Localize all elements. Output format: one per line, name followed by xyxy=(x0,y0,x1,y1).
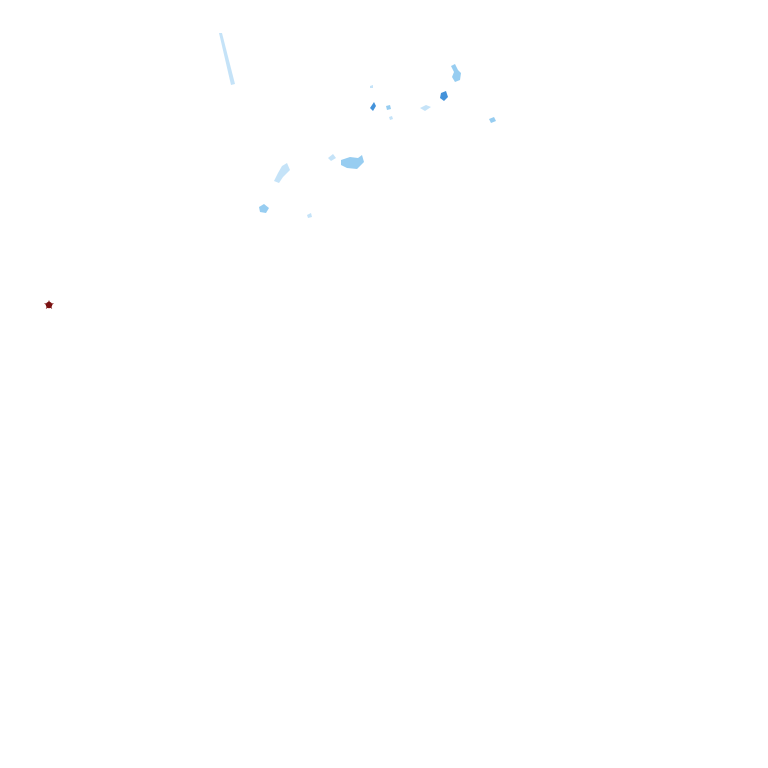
precipitation-echo xyxy=(386,105,391,110)
precipitation-echo xyxy=(489,117,496,123)
precipitation-echo xyxy=(259,204,269,213)
precipitation-echo xyxy=(370,102,376,111)
precipitation-echo xyxy=(451,64,461,82)
precipitation-echo xyxy=(307,213,312,218)
precipitation-echo xyxy=(389,116,393,120)
location-marker-icon xyxy=(44,300,54,309)
precipitation-echo xyxy=(219,33,235,85)
precipitation-echo xyxy=(420,105,431,111)
precipitation-echo xyxy=(440,91,448,101)
precipitation-echo xyxy=(341,155,364,169)
location-marker-star xyxy=(44,300,54,309)
precipitation-echo xyxy=(328,154,336,161)
precipitation-echo xyxy=(274,163,290,183)
precipitation-echo xyxy=(370,85,373,88)
